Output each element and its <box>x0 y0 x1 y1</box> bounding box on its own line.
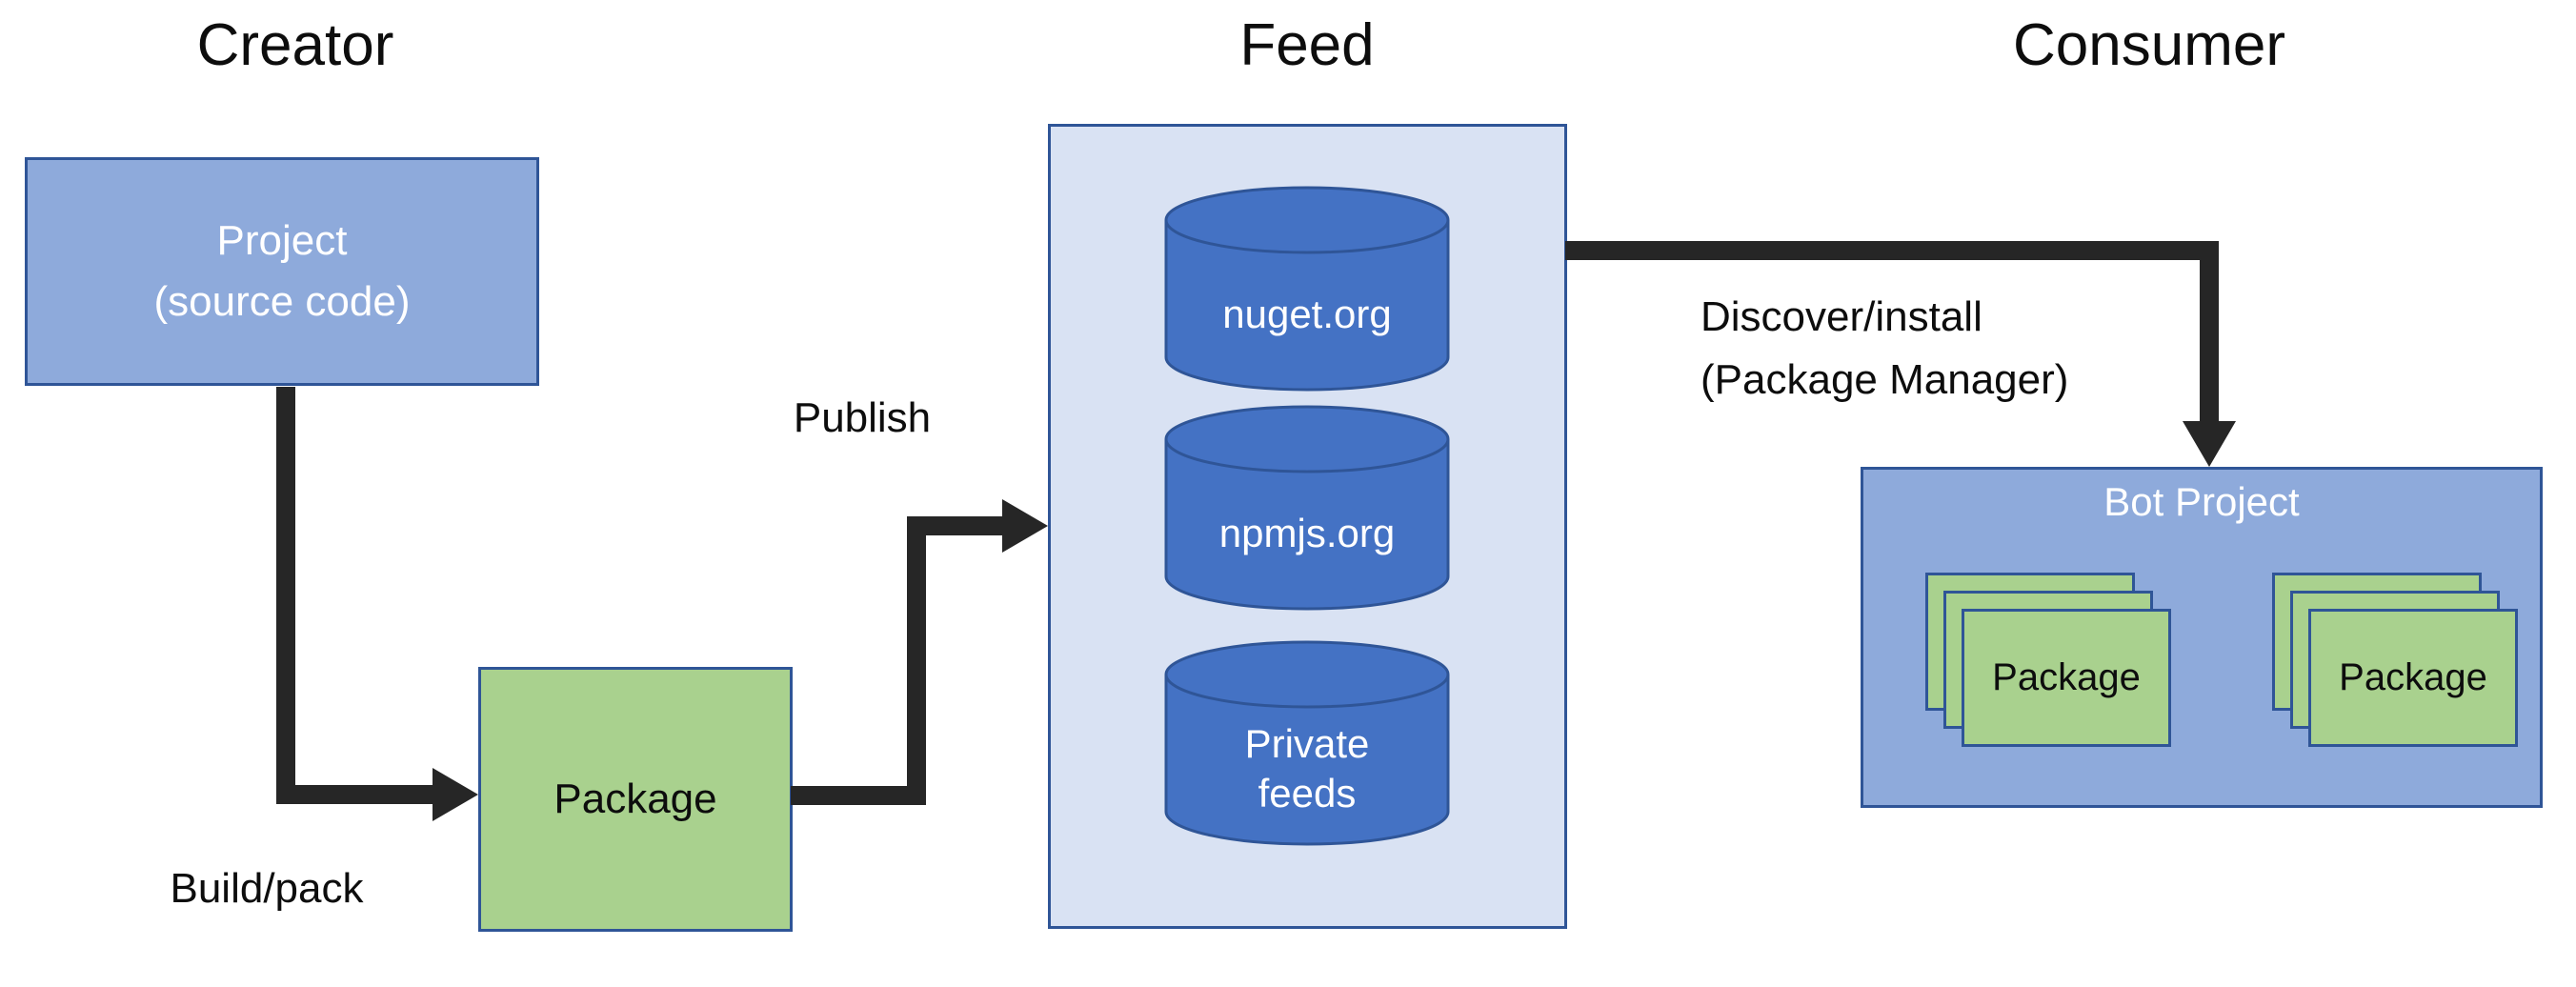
discover-install-label-line1: Discover/install <box>1701 293 1982 340</box>
publish-label: Publish <box>793 394 932 441</box>
publish-arrow <box>791 499 1048 805</box>
database-cylinder-icon <box>1164 640 1450 846</box>
project-label-line2: (source code) <box>153 278 411 325</box>
database-cylinder-icon <box>1164 405 1450 611</box>
package-card-label: Package <box>1992 656 2141 698</box>
arrowhead-right-icon <box>1002 499 1048 553</box>
feed-cylinder-nuget: nuget.org <box>1164 186 1450 392</box>
project-box: Project (source code) <box>25 157 539 386</box>
cylinder-top <box>1164 405 1450 473</box>
arrow-line <box>791 516 1004 805</box>
package-box-label: Package <box>553 776 717 822</box>
feed-cylinder-nuget-label: nuget.org <box>1222 292 1392 336</box>
cylinder-body <box>1164 439 1450 611</box>
arrowhead-down-icon <box>2183 421 2236 467</box>
build-pack-label: Build/pack <box>170 865 364 912</box>
bot-project-title: Bot Project <box>2103 479 2300 524</box>
cylinder-body <box>1164 220 1450 392</box>
arrow-line <box>276 387 434 804</box>
cylinder-top <box>1164 186 1450 254</box>
bot-project-box: Bot Project Package Package <box>1861 467 2543 808</box>
package-card-label: Package <box>2339 656 2487 698</box>
discover-install-label-line2: (Package Manager) <box>1701 356 2069 403</box>
feed-cylinder-private: Private feeds <box>1164 640 1450 846</box>
package-stack-1: Package <box>1925 573 2171 747</box>
database-cylinder-icon <box>1164 186 1450 392</box>
package-stack-2: Package <box>2272 573 2518 747</box>
arrowhead-right-icon <box>433 768 478 821</box>
package-card-front: Package <box>2308 609 2518 747</box>
column-heading-feed: Feed <box>1239 12 1375 78</box>
column-heading-creator: Creator <box>196 12 394 78</box>
feed-cylinder-npmjs: npmjs.org <box>1164 405 1450 611</box>
project-label-line1: Project <box>216 217 348 264</box>
package-card-front: Package <box>1962 609 2171 747</box>
package-box: Package <box>478 667 793 932</box>
column-heading-consumer: Consumer <box>2013 12 2285 78</box>
cylinder-body <box>1164 675 1450 846</box>
feed-cylinder-npmjs-label: npmjs.org <box>1218 511 1396 555</box>
discover-install-label: Discover/install (Package Manager) <box>1701 286 2068 412</box>
build-pack-arrow <box>276 387 478 821</box>
feed-cylinder-private-label: Private feeds <box>1244 721 1370 816</box>
cylinder-top <box>1164 640 1450 709</box>
